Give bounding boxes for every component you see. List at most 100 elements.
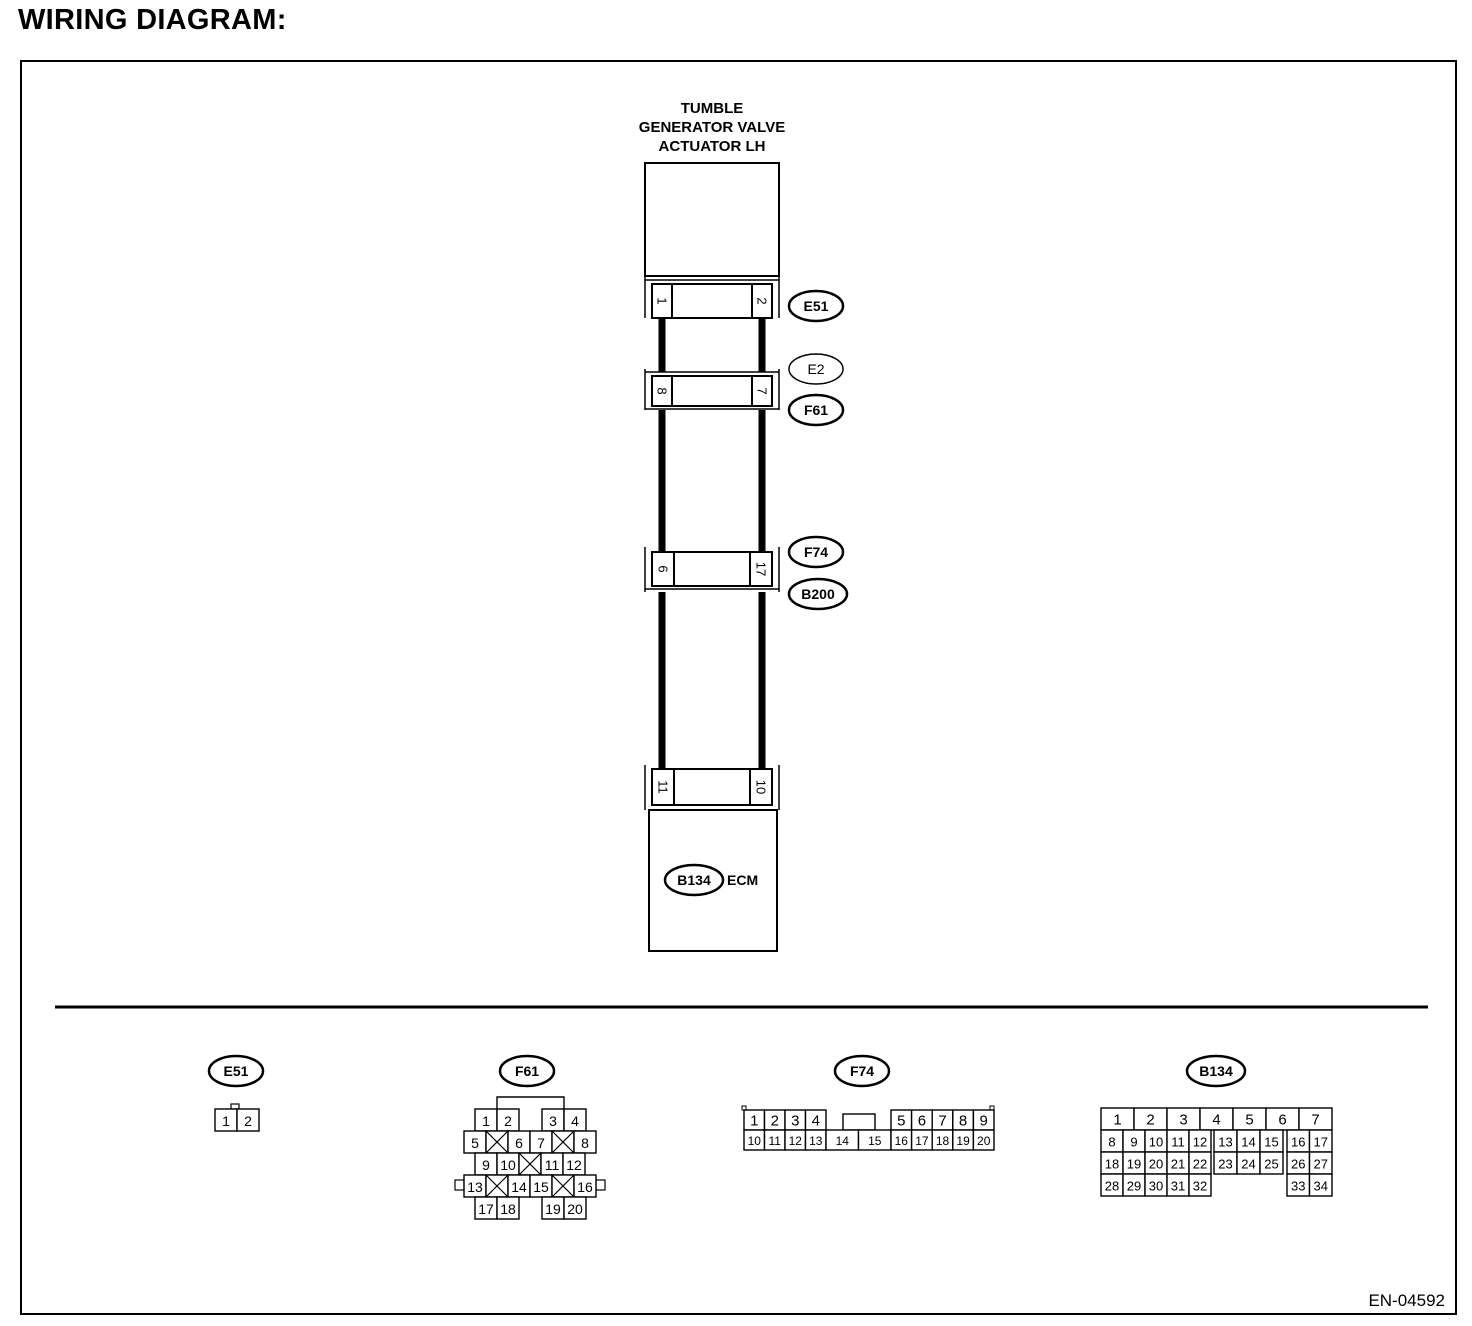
pin-label: 9 xyxy=(1130,1135,1137,1150)
ecm-pin-left: 11 xyxy=(656,780,671,794)
pin-cell xyxy=(1188,1173,1212,1197)
tag-f61-label: F61 xyxy=(804,402,828,418)
pin-label: 8 xyxy=(959,1113,967,1130)
pin-label: 2 xyxy=(1146,1112,1154,1129)
b200-pin-right: 17 xyxy=(754,562,769,576)
f61-pin-left: 8 xyxy=(655,387,670,394)
pin-label: 1 xyxy=(482,1113,490,1129)
pin-label: 33 xyxy=(1291,1179,1305,1194)
pin-label: 6 xyxy=(515,1135,523,1151)
tag-f61 xyxy=(787,393,845,427)
face-tag-e51-label: E51 xyxy=(224,1063,249,1079)
pin-label: 27 xyxy=(1314,1157,1328,1172)
pin-label: 13 xyxy=(809,1134,823,1148)
tag-e2-label: E2 xyxy=(807,361,824,377)
pin-label: 8 xyxy=(581,1135,589,1151)
pin-label: 28 xyxy=(1105,1179,1119,1194)
diagram-frame xyxy=(20,60,1457,1315)
pin-label: 13 xyxy=(467,1179,483,1195)
ecm-pin-right: 10 xyxy=(754,780,769,794)
pin-label: 17 xyxy=(915,1134,929,1148)
tag-f74 xyxy=(787,535,845,569)
pin-label: 14 xyxy=(836,1134,850,1148)
face-tag-b134-label: B134 xyxy=(1199,1063,1233,1079)
actuator-label-line-2: GENERATOR VALVE xyxy=(639,119,785,136)
pin-label: 19 xyxy=(545,1201,561,1217)
actuator-box xyxy=(644,162,780,277)
pin-label: 3 xyxy=(549,1113,557,1129)
connector-e51: 1 2 xyxy=(644,276,780,319)
connector-e2-f61: 8 7 xyxy=(644,369,780,410)
pin-label: 7 xyxy=(537,1135,545,1151)
tag-f74-label: F74 xyxy=(804,544,828,560)
pin-label: 29 xyxy=(1127,1179,1141,1194)
face-tag-f61 xyxy=(498,1054,556,1088)
face-tag-f74 xyxy=(833,1054,891,1088)
pin-cell xyxy=(972,1129,995,1151)
pin-label: 24 xyxy=(1241,1157,1255,1172)
pin-label: 13 xyxy=(1218,1135,1232,1150)
pin-label: 20 xyxy=(1149,1157,1163,1172)
pin-label: 30 xyxy=(1149,1179,1163,1194)
pin-label: 4 xyxy=(571,1113,579,1129)
pin-label: 9 xyxy=(482,1157,490,1173)
f61-pin-right: 7 xyxy=(755,387,770,394)
pin-label: 8 xyxy=(1108,1135,1115,1150)
pin-label: 2 xyxy=(244,1113,252,1129)
pin-label: 16 xyxy=(1291,1135,1305,1150)
pin-label: 2 xyxy=(771,1113,779,1130)
face-tag-b134 xyxy=(1185,1054,1247,1088)
connector-f74-b200: 6 17 xyxy=(644,547,780,592)
connector-ecm: 11 10 xyxy=(644,765,780,810)
e51-pin-right: 2 xyxy=(755,297,770,304)
pin-label: 3 xyxy=(1179,1112,1187,1129)
pin-cell xyxy=(1259,1151,1284,1175)
pin-label: 25 xyxy=(1264,1157,1278,1172)
pin-label: 16 xyxy=(577,1179,593,1195)
pin-label: 11 xyxy=(1171,1135,1185,1150)
pin-label: 4 xyxy=(1212,1112,1220,1129)
tag-e2 xyxy=(788,353,844,385)
pin-cell xyxy=(563,1196,587,1220)
pin-label: 31 xyxy=(1171,1179,1185,1194)
pin-label: 6 xyxy=(1278,1112,1286,1129)
pin-label: 11 xyxy=(769,1134,782,1148)
actuator-label-line-3: ACTUATOR LH xyxy=(659,138,766,155)
pin-label: 19 xyxy=(956,1134,970,1148)
face-tag-f74-label: F74 xyxy=(850,1063,874,1079)
actuator-label-line-1: TUMBLE xyxy=(681,100,744,117)
pin-label: 18 xyxy=(1105,1157,1119,1172)
pin-label: 10 xyxy=(500,1157,516,1173)
pin-label: 22 xyxy=(1193,1157,1207,1172)
e51-pin-left: 1 xyxy=(655,297,670,304)
pin-label: 12 xyxy=(566,1157,582,1173)
tag-b200 xyxy=(787,577,849,611)
pin-label: 1 xyxy=(1113,1112,1121,1129)
face-tag-f61-label: F61 xyxy=(515,1063,539,1079)
pin-label: 16 xyxy=(895,1134,909,1148)
tag-b200-label: B200 xyxy=(801,586,835,602)
pin-label: 9 xyxy=(980,1113,988,1130)
pin-label: 14 xyxy=(511,1179,527,1195)
tag-b134-ecm-label: B134 xyxy=(677,872,711,888)
pin-label: 5 xyxy=(471,1135,479,1151)
pin-label: 23 xyxy=(1218,1157,1232,1172)
pin-label: 18 xyxy=(936,1134,950,1148)
figure-code: EN-04592 xyxy=(1368,1291,1445,1310)
pin-label: 12 xyxy=(789,1134,803,1148)
pin-label: 10 xyxy=(748,1134,762,1148)
pin-label: 7 xyxy=(938,1113,946,1130)
pin-cell xyxy=(236,1108,260,1132)
pin-label: 2 xyxy=(504,1113,512,1129)
page-title: WIRING DIAGRAM: xyxy=(18,4,287,36)
pin-label: 4 xyxy=(812,1113,820,1130)
pin-label: 1 xyxy=(750,1113,758,1130)
pin-label: 19 xyxy=(1127,1157,1141,1172)
pin-label: 26 xyxy=(1291,1157,1305,1172)
pin-label: 12 xyxy=(1193,1135,1207,1150)
pin-label: 5 xyxy=(897,1113,905,1130)
